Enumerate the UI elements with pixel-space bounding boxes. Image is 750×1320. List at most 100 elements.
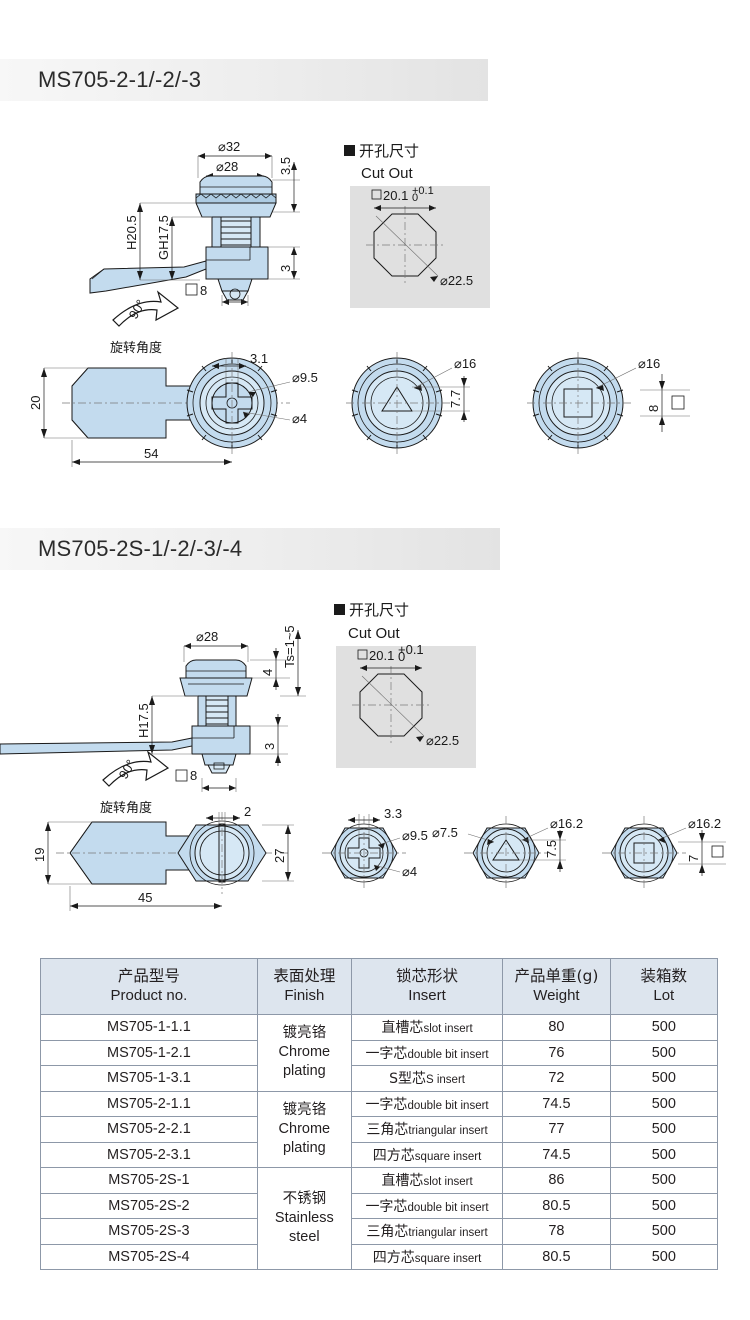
dim-insert3-across: 8 bbox=[646, 405, 661, 412]
dim-cutout-tol-lower-2: 0 bbox=[398, 649, 405, 664]
table-header-row: 产品型号 Product no. 表面处理 Finish 锁芯形状 Insert… bbox=[40, 958, 719, 1015]
cam-plan-view-1: 3.1 ⌀9.5 ⌀4 20 54 bbox=[28, 351, 318, 467]
cell-weight: 77 bbox=[502, 1116, 611, 1143]
dim-insert2-d16: ⌀16 bbox=[454, 356, 476, 371]
th-product-no-en: Product no. bbox=[110, 986, 188, 1004]
cell-product-no: MS705-2S-3 bbox=[40, 1218, 258, 1245]
rotation-label-cn-1: 旋转角度 bbox=[110, 340, 162, 356]
dim-2s-cam-height: 19 bbox=[32, 848, 47, 862]
th-insert-en: Insert bbox=[408, 986, 446, 1004]
cell-lot: 500 bbox=[609, 1116, 719, 1143]
dim-cam-length-1: 54 bbox=[144, 446, 158, 461]
cell-weight: 72 bbox=[502, 1065, 611, 1092]
dim-h20-5: H20.5 bbox=[124, 215, 139, 250]
rotation-indicator-1: 90° 旋转角度 bbox=[110, 290, 180, 356]
dim-cutout-dia-1: ⌀22.5 bbox=[440, 273, 473, 288]
dim-square-8: 8 bbox=[200, 283, 207, 298]
rotation-label-cn-2: 旋转角度 bbox=[100, 800, 152, 816]
cell-weight: 80.5 bbox=[502, 1192, 611, 1219]
dim-2s-slot-width: 2 bbox=[244, 804, 251, 819]
dim-cutout-square-1: 20.1 bbox=[383, 188, 408, 203]
dim-2s-insert3-across: 7 bbox=[686, 855, 701, 862]
insert-view-square-2: ⌀16.2 7 bbox=[602, 816, 726, 890]
drawing-ms705-2-side-and-views: ⌀32 ⌀28 3.5 bbox=[0, 120, 750, 490]
th-insert: 锁芯形状 Insert bbox=[350, 958, 504, 1015]
cell-insert: 四方芯square insert bbox=[350, 1141, 504, 1168]
rotation-arrow-icon-2 bbox=[102, 750, 170, 787]
cutout-heading-en-2: Cut Out bbox=[348, 625, 401, 642]
section-banner-2: MS705-2S-1/-2/-3/-4 bbox=[0, 528, 500, 570]
cell-product-no: MS705-2-3.1 bbox=[40, 1141, 258, 1168]
dim-gh17-5: GH17.5 bbox=[156, 215, 171, 260]
drawing-ms705-2s-side-and-views: ⌀28 4 Ts=1~5 bbox=[0, 590, 750, 940]
cutout-heading-en-1: Cut Out bbox=[361, 165, 414, 182]
dim-d28: ⌀28 bbox=[216, 159, 238, 174]
cell-insert: S型芯S insert bbox=[350, 1065, 504, 1092]
th-finish-en: Finish bbox=[284, 986, 325, 1004]
cam-plan-view-2: 2 27 19 45 bbox=[32, 804, 294, 911]
cell-lot: 500 bbox=[609, 1218, 719, 1245]
th-lot-cn: 装箱数 bbox=[640, 967, 688, 986]
dim-2s-insert1-offset: 3.3 bbox=[384, 806, 402, 821]
cell-lot: 500 bbox=[609, 1167, 719, 1194]
cell-product-no: MS705-2-2.1 bbox=[40, 1116, 258, 1143]
cutout-heading-cn-1: 开孔尺寸 bbox=[359, 143, 419, 160]
cell-product-no: MS705-1-3.1 bbox=[40, 1065, 258, 1092]
insert-view-slot-2: 3.3 ⌀9.5 ⌀4 bbox=[322, 806, 428, 890]
insert-view-triangular-2: ⌀7.5 ⌀16.2 7.5 bbox=[432, 816, 583, 890]
th-finish: 表面处理 Finish bbox=[256, 958, 352, 1015]
cell-lot: 500 bbox=[609, 1192, 719, 1219]
th-lot: 装箱数 Lot bbox=[609, 958, 719, 1015]
cell-lot: 500 bbox=[609, 1243, 719, 1270]
cell-lot: 500 bbox=[609, 1014, 719, 1041]
dim-insert1-d95: ⌀9.5 bbox=[292, 370, 318, 385]
section-2-title: MS705-2S-1/-2/-3/-4 bbox=[38, 536, 243, 561]
dim-2s-insert2-d162: ⌀16.2 bbox=[550, 816, 583, 831]
cell-weight: 74.5 bbox=[502, 1090, 611, 1117]
dim-2s-d28: ⌀28 bbox=[196, 629, 218, 644]
th-product-no-cn: 产品型号 bbox=[117, 967, 180, 986]
cell-product-no: MS705-2S-1 bbox=[40, 1167, 258, 1194]
cell-weight: 80 bbox=[502, 1014, 611, 1041]
cell-lot: 500 bbox=[609, 1090, 719, 1117]
cell-weight: 74.5 bbox=[502, 1141, 611, 1168]
dim-insert1-d4: ⌀4 bbox=[292, 411, 307, 426]
cell-lot: 500 bbox=[609, 1039, 719, 1066]
dim-2s-cam-3: 3 bbox=[262, 743, 277, 750]
dim-cutout-tol-upper-1: +0.1 bbox=[412, 185, 434, 197]
side-view-assembly-2: ⌀28 4 Ts=1~5 bbox=[0, 625, 306, 792]
dim-cutout-tol-upper-2: +0.1 bbox=[398, 642, 424, 657]
th-weight: 产品单重(g) Weight bbox=[502, 958, 611, 1015]
dim-2s-insert2-d75: ⌀7.5 bbox=[432, 825, 458, 840]
th-insert-cn: 锁芯形状 bbox=[396, 967, 459, 986]
dim-2s-h17-5: H17.5 bbox=[136, 703, 151, 738]
dim-insert1-offset: 3.1 bbox=[250, 351, 268, 366]
dim-2s-insert2-across: 7.5 bbox=[544, 840, 559, 858]
dim-cutout-square-2: 20.1 bbox=[369, 648, 394, 663]
cell-insert: 一字芯double bit insert bbox=[350, 1192, 504, 1219]
cutout-heading-cn-2: 开孔尺寸 bbox=[349, 602, 409, 619]
dim-3-5: 3.5 bbox=[278, 157, 293, 175]
dim-cam-height-1: 20 bbox=[28, 396, 43, 410]
th-finish-cn: 表面处理 bbox=[273, 967, 336, 986]
cell-insert: 直槽芯slot insert bbox=[350, 1014, 504, 1041]
cell-product-no: MS705-2S-4 bbox=[40, 1243, 258, 1270]
insert-view-square-1: ⌀16 8 bbox=[527, 352, 690, 454]
cell-insert: 一字芯double bit insert bbox=[350, 1039, 504, 1066]
cell-lot: 500 bbox=[609, 1065, 719, 1092]
th-weight-cn: 产品单重(g) bbox=[514, 967, 599, 986]
dim-2s-insert1-d95: ⌀9.5 bbox=[402, 828, 428, 843]
dim-insert2-across: 7.7 bbox=[448, 390, 463, 408]
cell-insert: 三角芯triangular insert bbox=[350, 1218, 504, 1245]
cell-insert: 一字芯double bit insert bbox=[350, 1090, 504, 1117]
